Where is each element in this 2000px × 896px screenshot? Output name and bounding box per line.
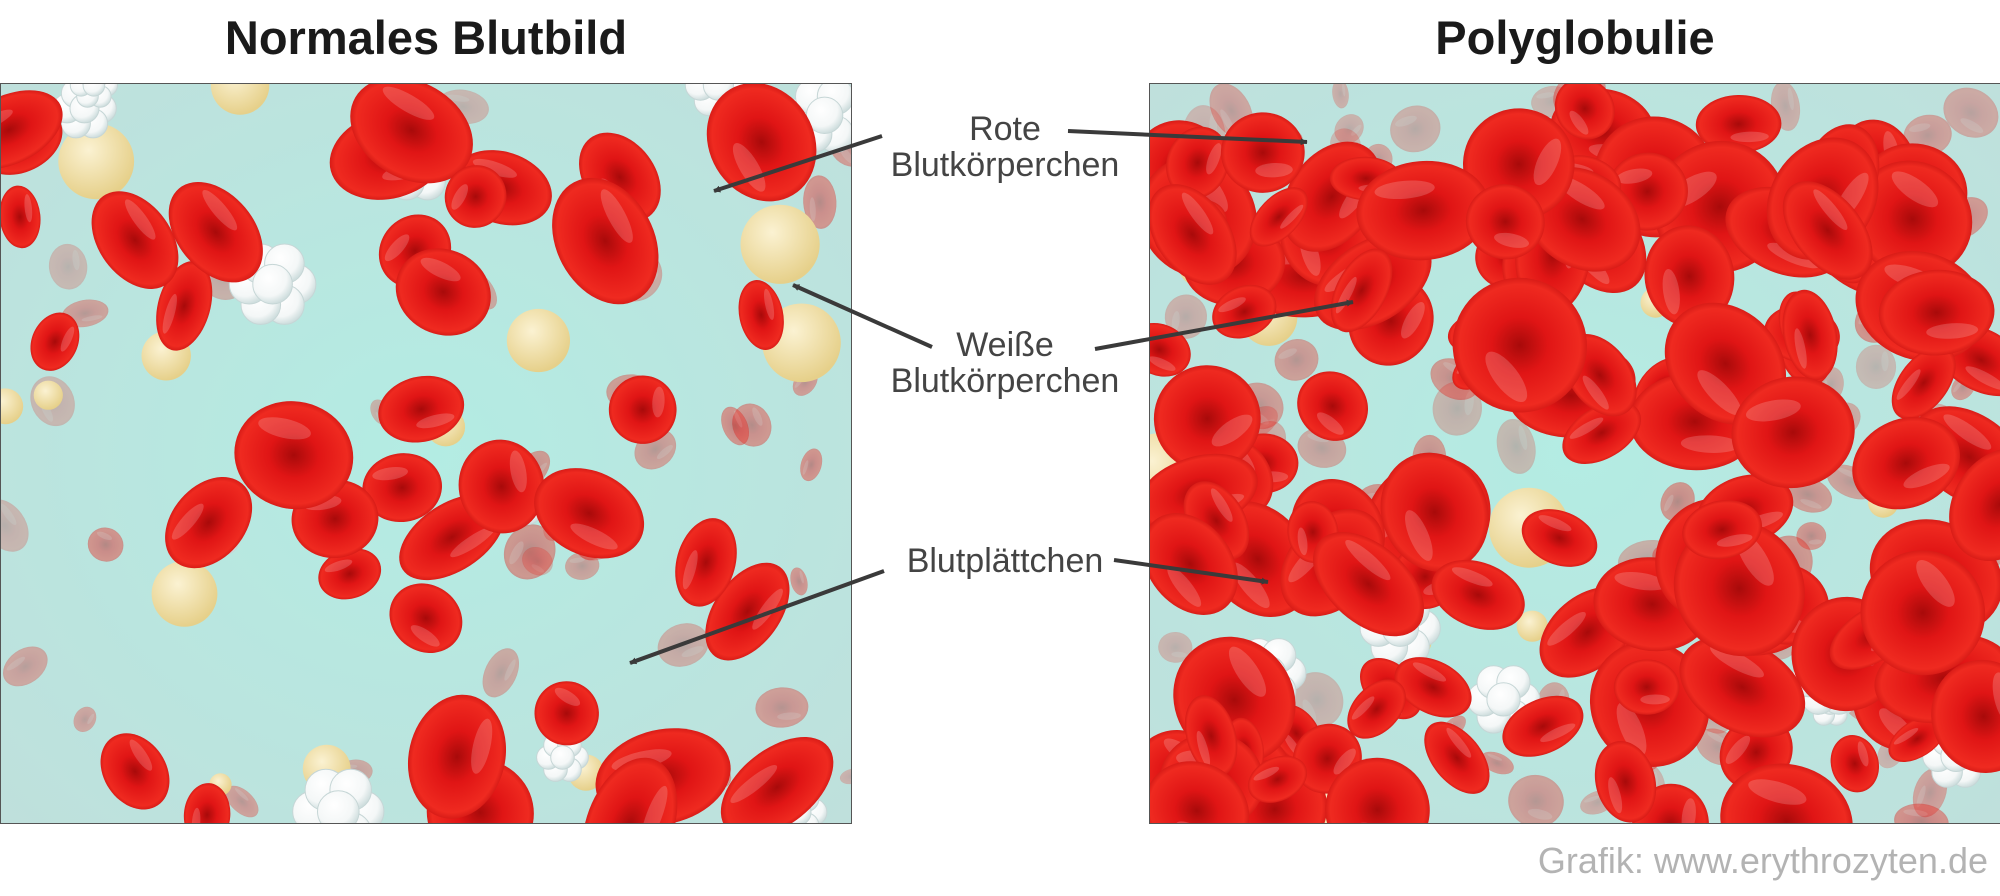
white-cells-label: Weiße Blutkörperchen — [891, 326, 1120, 400]
credit-text: Grafik: www.erythrozyten.de — [1537, 840, 1988, 881]
white-cells-label-line1: Weiße — [956, 326, 1054, 364]
polyglobulia-illustration — [1150, 84, 2000, 823]
arrow-platelets-right — [1113, 558, 1269, 585]
normal-blood-illustration — [1, 84, 851, 823]
polyglobulia-scene — [1149, 83, 2000, 824]
platelets-label: Blutplättchen — [907, 542, 1104, 580]
red-cells-label-line2: Blutkörperchen — [891, 146, 1120, 184]
arrow-white-cells-left — [792, 283, 933, 349]
panel-title-normal: Normales Blutbild — [224, 11, 628, 64]
normal-blood-scene — [0, 83, 852, 824]
panel-title-polyglobulia: Polyglobulie — [1435, 11, 1715, 64]
arrow-red-cells-right — [1067, 129, 1308, 146]
red-cells-label: Rote Blutkörperchen — [891, 110, 1120, 184]
arrow-red-cells-left — [713, 134, 883, 193]
arrow-platelets-left — [629, 569, 885, 665]
white-cells-label-line2: Blutkörperchen — [891, 362, 1120, 400]
platelets-label-line1: Blutplättchen — [907, 542, 1104, 580]
arrow-white-cells-right — [1094, 299, 1354, 351]
red-cells-label-line1: Rote — [969, 110, 1041, 148]
callout-arrows — [629, 129, 1354, 665]
